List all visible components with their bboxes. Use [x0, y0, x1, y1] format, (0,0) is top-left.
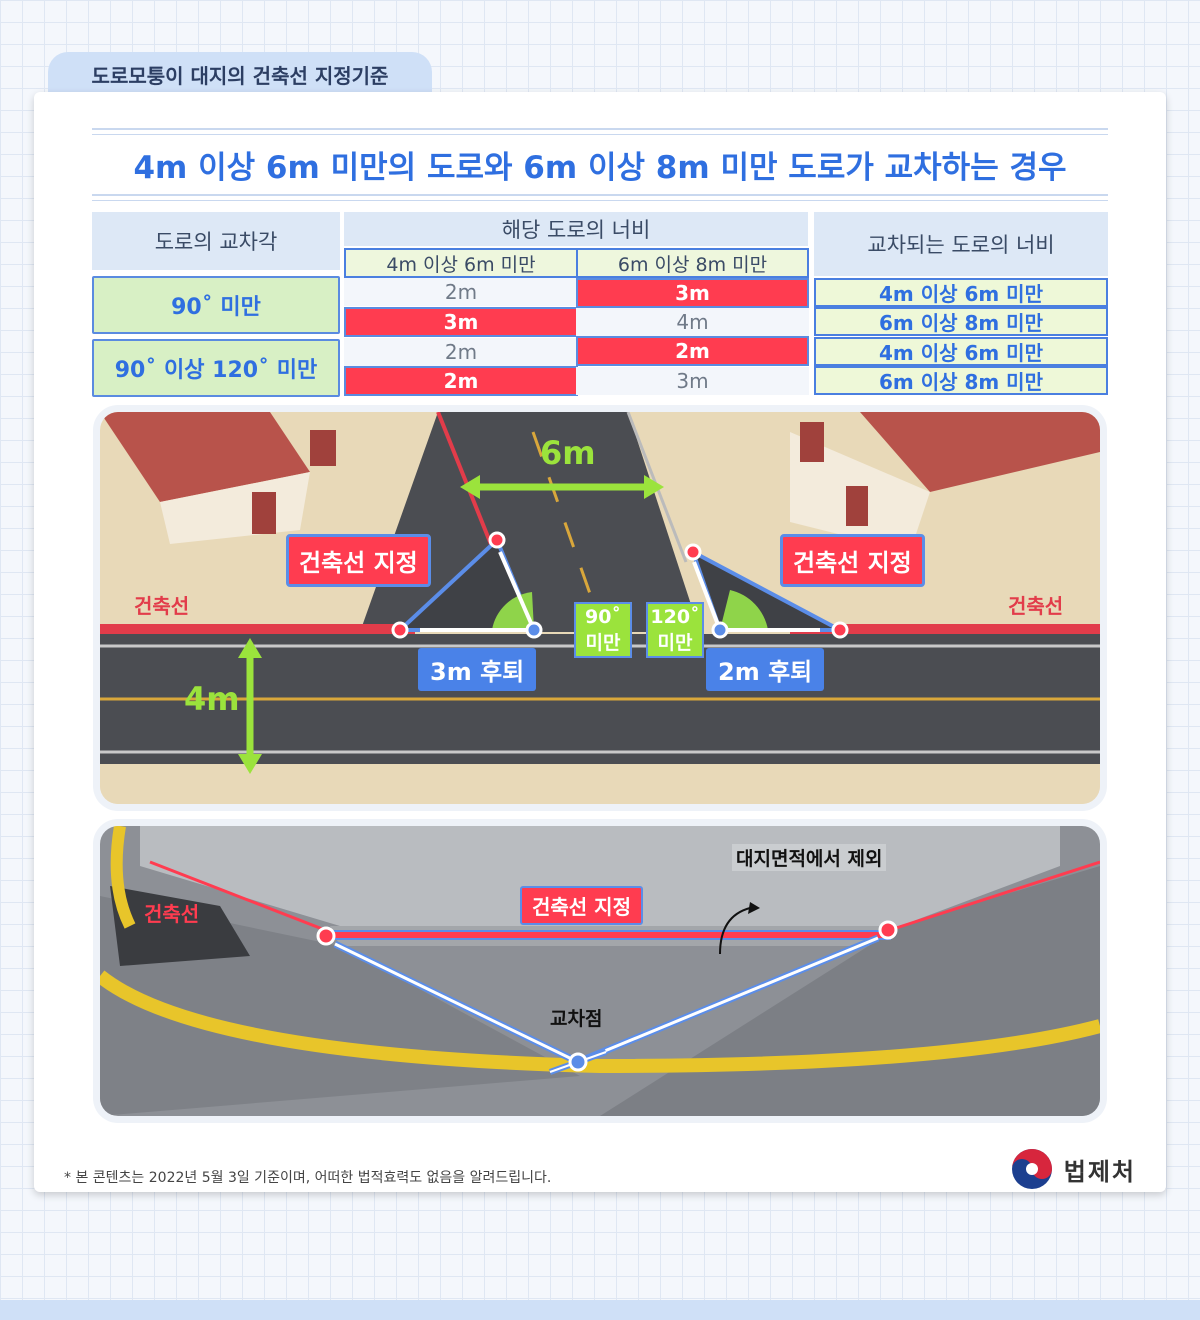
building-line-right-label: 건축선	[1008, 594, 1064, 618]
angle-90-to-120: 90˚ 이상 120˚ 미만	[92, 339, 340, 397]
angle-under-90: 90˚ 미만	[92, 276, 340, 334]
angle-120-value: 120˚	[650, 606, 700, 628]
title-rule-bottom-thin	[92, 200, 1108, 201]
cell-r2-a: 3m	[344, 307, 578, 337]
photo-designate-badge: 건축선 지정	[520, 886, 643, 925]
section-tab: 도로모퉁이 대지의 건축선 지정기준	[48, 52, 432, 96]
angle-90-badge: 90˚ 미만	[574, 602, 632, 658]
angle-120-suffix: 미만	[657, 632, 693, 654]
cell-r3-b: 2m	[576, 336, 809, 366]
header-road-width: 해당 도로의 너비	[344, 212, 808, 246]
title-rule-top-thin	[92, 134, 1108, 135]
bottom-strip	[0, 1300, 1200, 1320]
setback-right-badge: 2m 후퇴	[706, 648, 825, 691]
intersection-diagram: 6m 4m 건축선 지정 건축선 지정 건축선 건축선 90˚ 미만 120˚ …	[100, 412, 1100, 804]
designate-left-badge: 건축선 지정	[286, 534, 431, 587]
header-cross-width: 교차되는 도로의 너비	[814, 212, 1108, 276]
top-road-width-label: 6m	[540, 434, 596, 472]
cell-r4-a: 2m	[344, 366, 578, 396]
angle-120-badge: 120˚ 미만	[646, 602, 704, 658]
cross-r3: 4m 이상 6m 미만	[814, 337, 1108, 366]
header-angle: 도로의 교차각	[92, 212, 340, 270]
designate-right-badge: 건축선 지정	[780, 534, 925, 587]
photo-svg	[100, 826, 1100, 1116]
setback-left-badge: 3m 후퇴	[418, 648, 537, 691]
ministry-logo: 법제처	[1010, 1147, 1136, 1191]
section-tab-label: 도로모퉁이 대지의 건축선 지정기준	[91, 63, 389, 88]
building-line-left-label: 건축선	[134, 594, 190, 618]
exclude-area-label: 대지면적에서 제외	[732, 844, 887, 871]
cross-r2: 6m 이상 8m 미만	[814, 307, 1108, 336]
photo-example: 건축선 건축선 지정 대지면적에서 제외 교차점	[100, 826, 1100, 1116]
footnote: * 본 콘텐츠는 2022년 5월 3일 기준이며, 어떠한 법적효력도 없음을…	[64, 1170, 552, 1186]
logo-text: 법제처	[1063, 1157, 1136, 1186]
angle-90-value: 90˚	[585, 606, 621, 628]
intersection-point-label: 교차점	[550, 1008, 603, 1030]
cross-r4: 6m 이상 8m 미만	[814, 366, 1108, 395]
cell-r3-a: 2m	[344, 338, 578, 366]
photo-building-line-label: 건축선	[144, 902, 200, 926]
cell-r4-b: 3m	[576, 367, 809, 395]
left-road-width-label: 4m	[184, 680, 240, 718]
cross-r1: 4m 이상 6m 미만	[814, 278, 1108, 307]
cell-r1-b: 3m	[576, 278, 809, 308]
taegeuk-icon	[1011, 1149, 1052, 1189]
title-rule-bottom	[92, 194, 1108, 196]
page-title: 4m 이상 6m 미만의 도로와 6m 이상 8m 미만 도로가 교차하는 경우	[133, 150, 1067, 186]
content-card: 4m 이상 6m 미만의 도로와 6m 이상 8m 미만 도로가 교차하는 경우…	[34, 92, 1166, 1192]
subheader-6to8: 6m 이상 8m 미만	[576, 248, 809, 278]
cell-r1-a: 2m	[344, 278, 578, 306]
angle-90-suffix: 미만	[585, 632, 621, 654]
cell-r2-b: 4m	[576, 308, 809, 336]
title-rule-top	[92, 128, 1108, 130]
subheader-4to6: 4m 이상 6m 미만	[344, 248, 578, 278]
diagram-svg	[100, 412, 1100, 804]
